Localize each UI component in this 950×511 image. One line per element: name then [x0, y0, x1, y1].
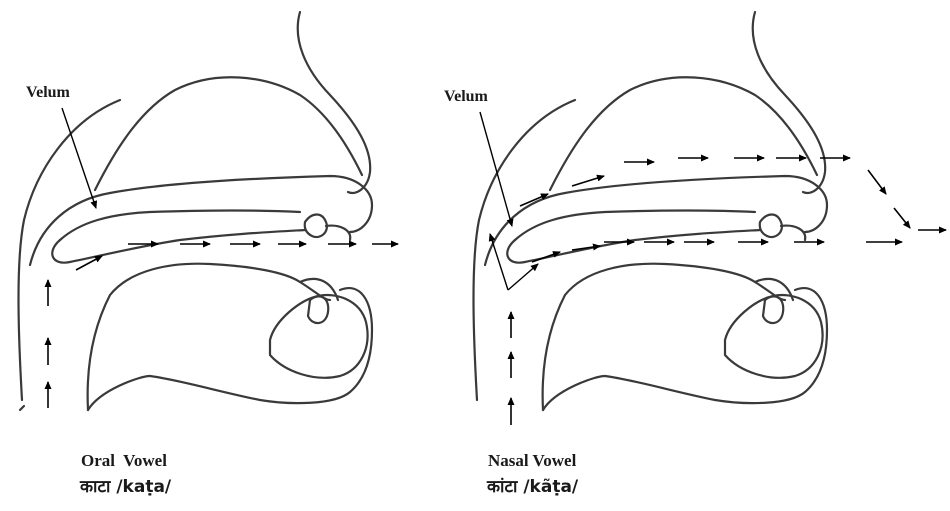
nasal-flow-arrow-upper: [868, 170, 886, 194]
nasal-nasal-cavity-floor: [485, 176, 827, 265]
nasal-caption-title: Nasal Vowel: [488, 451, 576, 471]
nasal-branch-up-arrow: [490, 234, 508, 290]
oral-caption-example: काटा /kaṭa/: [80, 474, 171, 497]
nasal-velum-pointer: [480, 112, 512, 226]
oral-larynx: [20, 406, 24, 410]
oral-throat-front: [88, 376, 150, 410]
nasal-nasal-dome: [550, 77, 817, 190]
oral-caption-title: Oral Vowel: [81, 451, 167, 471]
nasal-caption-example: कांटा /kãṭa/: [487, 474, 578, 497]
nasal-upper-lip: [781, 226, 805, 240]
oral-airflow-arrows: [48, 244, 398, 408]
oral-vocal-tract: [19, 12, 373, 410]
oral-upper-teeth: [305, 215, 327, 238]
nasal-palate-upper: [515, 211, 755, 241]
oral-upper-lip: [326, 226, 350, 240]
oral-lower-teeth: [308, 296, 328, 323]
nasal-chin: [605, 288, 827, 403]
nasal-velum-label: Velum: [444, 88, 488, 106]
nasal-throat-front: [543, 376, 605, 410]
nasal-lower-teeth: [763, 296, 783, 323]
oral-chin: [150, 288, 372, 403]
nasal-flow-arrow-oral: [532, 252, 560, 262]
oral-nasal-cavity-floor: [30, 176, 372, 265]
oral-velum-label: Velum: [26, 84, 70, 102]
nasal-flow-arrow-upper: [572, 176, 604, 186]
oral-palate-upper: [60, 211, 300, 241]
oral-velum: [52, 230, 305, 263]
nasal-jaw: [725, 295, 823, 378]
nasal-vocal-tract: [474, 12, 828, 410]
nasal-branch-right-arrow: [508, 264, 538, 290]
oral-pharynx-back-wall: [19, 100, 121, 400]
nasal-upper-teeth: [760, 215, 782, 238]
nasal-flow-arrow-upper: [894, 208, 910, 228]
oral-velum-pointer: [62, 108, 96, 208]
oral-jaw: [270, 295, 368, 378]
oral-nasal-dome: [95, 77, 362, 190]
